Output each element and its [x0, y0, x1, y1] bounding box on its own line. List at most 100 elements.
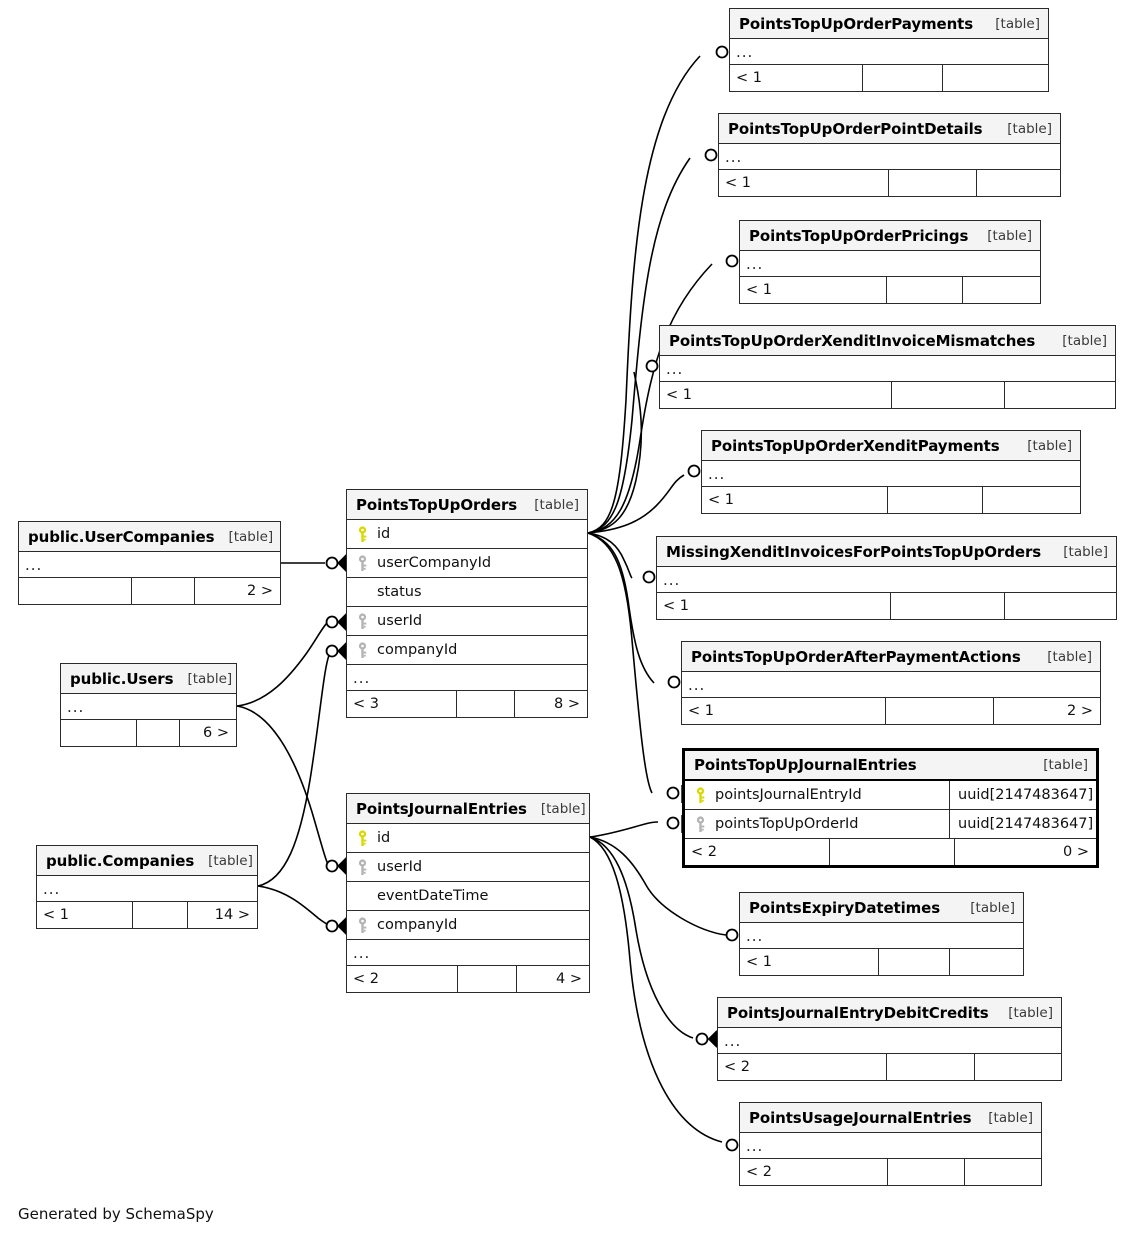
table-node-PointsJournalEntryDebitCredits[interactable]: PointsJournalEntryDebitCredits[table]...… [717, 997, 1062, 1081]
table-type-tag: [table] [534, 496, 579, 513]
table-header[interactable]: public.UserCompanies[table] [19, 522, 280, 552]
table-node-PointsTopUpJournalEntries[interactable]: PointsTopUpJournalEntries[table]pointsJo… [682, 748, 1099, 868]
footer-middle [889, 170, 977, 196]
footer-middle [457, 691, 515, 717]
footer-incoming-count: < 1 [660, 382, 892, 408]
table-type-tag: [table] [187, 670, 233, 687]
table-node-PointsTopUpOrderPayments[interactable]: PointsTopUpOrderPayments[table]...< 1 [729, 8, 1049, 92]
table-node-PointsTopUpOrderAfterPaymentActions[interactable]: PointsTopUpOrderAfterPaymentActions[tabl… [681, 641, 1101, 725]
footer-outgoing-count [977, 170, 1060, 196]
table-node-PointsExpiryDatetimes[interactable]: PointsExpiryDatetimes[table]...< 1 [739, 892, 1024, 976]
table-node-MissingXenditInvoicesForPointsTopUpOrders[interactable]: MissingXenditInvoicesForPointsTopUpOrder… [656, 536, 1117, 620]
more-columns-ellipsis[interactable]: ... [740, 251, 1040, 277]
table-footer: < 1 [740, 949, 1023, 975]
more-columns-ellipsis[interactable]: ... [657, 567, 1116, 593]
table-type-tag: [table] [1062, 332, 1107, 349]
schemaspy-credit: Generated by SchemaSpy [18, 1205, 214, 1223]
table-node-PointsTopUpOrderXenditInvoiceMismatches[interactable]: PointsTopUpOrderXenditInvoiceMismatches[… [659, 325, 1116, 409]
table-node-PointsTopUpOrders[interactable]: PointsTopUpOrders[table]id userCompanyId s… [346, 489, 588, 718]
edge-to-PointsTopUpOrderPayments [587, 55, 701, 534]
more-columns-ellipsis[interactable]: ... [660, 356, 1115, 382]
table-header[interactable]: PointsTopUpOrders[table] [347, 490, 587, 520]
table-title: public.UserCompanies [28, 527, 215, 546]
table-header[interactable]: PointsTopUpOrderPointDetails[table] [719, 114, 1060, 144]
footer-outgoing-count: 6 > [203, 725, 229, 741]
footer-middle [879, 949, 950, 975]
table-node-PointsTopUpOrderXenditPayments[interactable]: PointsTopUpOrderXenditPayments [table]...… [701, 430, 1081, 514]
table-type-tag: [table] [995, 15, 1040, 32]
table-title: public.Companies [46, 851, 195, 870]
more-columns-ellipsis[interactable]: ... [740, 1133, 1041, 1159]
column-row[interactable]: id [347, 824, 589, 853]
table-title: PointsTopUpOrderPricings [749, 226, 969, 245]
more-columns-ellipsis[interactable]: ... [719, 144, 1060, 170]
footer-incoming-count [19, 578, 132, 604]
column-row[interactable]: companyId [347, 636, 587, 665]
table-title: PointsTopUpOrderXenditPayments [711, 436, 1000, 455]
table-header[interactable]: PointsTopUpOrderXenditInvoiceMismatches[… [660, 326, 1115, 356]
footer-outgoing-count [1005, 382, 1115, 408]
more-columns-ellipsis[interactable]: ... [37, 876, 257, 902]
column-name: companyId [377, 642, 458, 658]
more-columns-ellipsis[interactable]: ... [19, 552, 280, 578]
column-row[interactable]: userId [347, 607, 587, 636]
table-header[interactable]: PointsTopUpOrderPayments[table] [730, 9, 1048, 39]
table-node-PointsUsageJournalEntries[interactable]: PointsUsageJournalEntries[table]...< 2 [739, 1102, 1042, 1186]
table-header[interactable]: public.Users [table] [61, 664, 236, 694]
table-header[interactable]: PointsUsageJournalEntries [table] [740, 1103, 1041, 1133]
column-row[interactable]: userId [347, 853, 589, 882]
table-node-public-UserCompanies[interactable]: public.UserCompanies[table]...2 > [18, 521, 281, 605]
table-header[interactable]: public.Companies[table] [37, 846, 257, 876]
table-header[interactable]: PointsTopUpOrderPricings[table] [740, 221, 1040, 251]
table-header[interactable]: PointsTopUpJournalEntries[table] [685, 751, 1096, 781]
footer-outgoing-count [1005, 593, 1116, 619]
footer-outgoing-count [965, 1159, 1041, 1185]
primary-key-icon [685, 786, 715, 804]
table-footer: 2 > [19, 578, 280, 604]
more-columns-ellipsis[interactable]: ... [347, 665, 587, 691]
column-row[interactable]: status [347, 578, 587, 607]
table-title: PointsTopUpOrderAfterPaymentActions [691, 647, 1021, 666]
footer-outgoing-count: 2 > [1067, 703, 1093, 719]
more-columns-ellipsis[interactable]: ... [718, 1028, 1061, 1054]
more-columns-ellipsis[interactable]: ... [730, 39, 1048, 65]
table-type-tag: [table] [1027, 437, 1072, 454]
more-columns-ellipsis[interactable]: ... [347, 940, 589, 966]
column-name: companyId [377, 917, 458, 933]
table-title: public.Users [70, 669, 174, 688]
table-footer: < 1 [660, 382, 1115, 408]
table-node-public-Users[interactable]: public.Users [table]... 6 > [60, 663, 237, 747]
more-columns-ellipsis[interactable]: ... [682, 672, 1100, 698]
table-node-PointsTopUpOrderPricings[interactable]: PointsTopUpOrderPricings[table]...< 1 [739, 220, 1041, 304]
footer-outgoing-count [943, 65, 1048, 91]
more-columns-ellipsis[interactable]: ... [740, 923, 1023, 949]
more-columns-ellipsis[interactable]: ... [702, 461, 1080, 487]
column-row[interactable]: eventDateTime [347, 882, 589, 911]
column-row[interactable]: companyId [347, 911, 589, 940]
table-header[interactable]: PointsJournalEntryDebitCredits[table] [718, 998, 1061, 1028]
footer-middle [887, 1054, 975, 1080]
column-name: userCompanyId [377, 555, 492, 571]
column-name: pointsJournalEntryId [715, 787, 862, 803]
footer-outgoing-count [963, 277, 1040, 303]
table-node-PointsTopUpOrderPointDetails[interactable]: PointsTopUpOrderPointDetails[table]...< … [718, 113, 1061, 197]
table-type-tag: [table] [1008, 1004, 1053, 1021]
footer-middle [888, 487, 983, 513]
table-header[interactable]: MissingXenditInvoicesForPointsTopUpOrder… [657, 537, 1116, 567]
table-header[interactable]: PointsTopUpOrderAfterPaymentActions[tabl… [682, 642, 1100, 672]
footer-incoming-count: < 1 [702, 487, 888, 513]
table-header[interactable]: PointsTopUpOrderXenditPayments [table] [702, 431, 1080, 461]
column-row[interactable]: id [347, 520, 587, 549]
column-row[interactable]: userCompanyId [347, 549, 587, 578]
table-title: PointsUsageJournalEntries [749, 1108, 972, 1127]
footer-outgoing-count: 8 > [554, 696, 580, 712]
primary-key-icon [347, 829, 377, 847]
table-type-tag: [table] [988, 1109, 1033, 1126]
table-header[interactable]: PointsJournalEntries[table] [347, 794, 589, 824]
more-columns-ellipsis[interactable]: ... [61, 694, 236, 720]
table-header[interactable]: PointsExpiryDatetimes[table] [740, 893, 1023, 923]
